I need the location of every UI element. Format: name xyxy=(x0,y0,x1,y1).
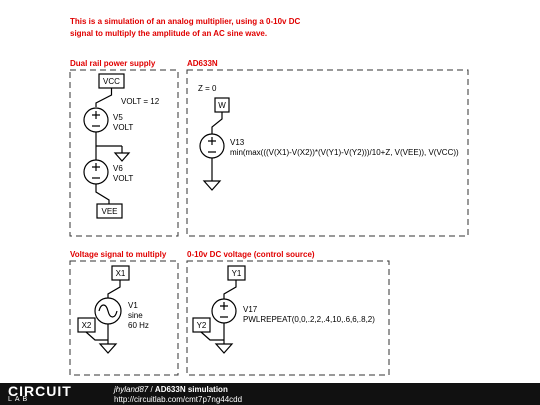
v6-name: V6 xyxy=(113,164,123,173)
v1-type: sine xyxy=(128,311,143,320)
signal-box xyxy=(69,260,179,376)
wire-x1 xyxy=(107,280,121,298)
section-title-ad633: AD633N xyxy=(187,59,218,68)
vee-net-label[interactable]: VEE xyxy=(96,203,123,219)
ground-symbol-supply xyxy=(96,145,131,162)
schematic-canvas: This is a simulation of an analog multip… xyxy=(69,17,469,376)
v1-name: V1 xyxy=(128,301,138,310)
v17-expression: PWLREPEAT(0,0,.2,2,.4,10,.6,6,.8,2) xyxy=(243,315,375,324)
circuit-url[interactable]: http://circuitlab.com/cmt7p7ng44cdd xyxy=(114,395,243,404)
z-parameter: Z = 0 xyxy=(198,84,217,93)
v17-name: V17 xyxy=(243,305,258,314)
v6-type: VOLT xyxy=(113,174,133,183)
control-box xyxy=(186,260,390,376)
wire-x2 xyxy=(85,331,108,341)
circuit-title[interactable]: AD633N simulation xyxy=(154,385,228,394)
svg-text:VCC: VCC xyxy=(103,77,120,86)
y2-net-label[interactable]: Y2 xyxy=(192,317,211,333)
v5-parameter: VOLT = 12 xyxy=(121,97,160,106)
svg-text:Y1: Y1 xyxy=(232,269,242,278)
v13-expression: min(max(((V(X1)-V(X2))*(V(Y1)-V(Y2)))/10… xyxy=(230,148,459,157)
section-title-control: 0-10v DC voltage (control source) xyxy=(187,250,315,259)
dc-source-v6[interactable] xyxy=(83,159,109,185)
ad633-box xyxy=(186,69,469,237)
y1-net-label[interactable]: Y1 xyxy=(227,265,246,281)
footer-separator: / xyxy=(148,385,155,394)
footer-credit: jhyland87 / AD633N simulation xyxy=(114,385,228,394)
svg-text:Y2: Y2 xyxy=(197,321,207,330)
x1-net-label[interactable]: X1 xyxy=(111,265,130,281)
description-line-2: signal to multiply the amplitude of an A… xyxy=(70,29,267,38)
v5-name: V5 xyxy=(113,113,123,122)
wire-y2 xyxy=(200,331,224,341)
wire-vee xyxy=(95,184,110,204)
v1-frequency: 60 Hz xyxy=(128,321,149,330)
footer-bar: CIRCUIT LAB jhyland87 / AD633N simulatio… xyxy=(0,383,540,405)
wire-w xyxy=(211,112,223,134)
x2-net-label[interactable]: X2 xyxy=(77,317,96,333)
ground-symbol-signal xyxy=(98,343,118,354)
v5-type: VOLT xyxy=(113,123,133,132)
ground-symbol-control xyxy=(214,343,234,354)
dc-source-v5[interactable] xyxy=(83,107,109,133)
section-title-power: Dual rail power supply xyxy=(70,59,156,68)
svg-text:X1: X1 xyxy=(116,269,126,278)
svg-text:X2: X2 xyxy=(82,321,92,330)
v13-name: V13 xyxy=(230,138,245,147)
ground-symbol-ad633 xyxy=(202,180,222,191)
description-line-1: This is a simulation of an analog multip… xyxy=(70,17,300,26)
power-supply-box xyxy=(69,69,179,237)
w-net-label[interactable]: W xyxy=(214,97,230,113)
pwl-source-v17[interactable] xyxy=(211,298,237,324)
circuitlab-logo[interactable]: CIRCUIT xyxy=(8,383,72,399)
wire-vcc xyxy=(95,88,113,107)
svg-text:VEE: VEE xyxy=(101,207,117,216)
author-link[interactable]: jhyland87 xyxy=(114,385,149,394)
section-title-signal: Voltage signal to multiply xyxy=(70,250,167,259)
sine-source-v1[interactable] xyxy=(94,297,122,325)
circuitlab-logo-subtext: LAB xyxy=(8,396,31,403)
behavioral-source-v13[interactable] xyxy=(199,133,225,159)
vcc-net-label[interactable]: VCC xyxy=(98,73,125,89)
wire-y1 xyxy=(223,280,237,299)
svg-text:W: W xyxy=(218,101,226,110)
